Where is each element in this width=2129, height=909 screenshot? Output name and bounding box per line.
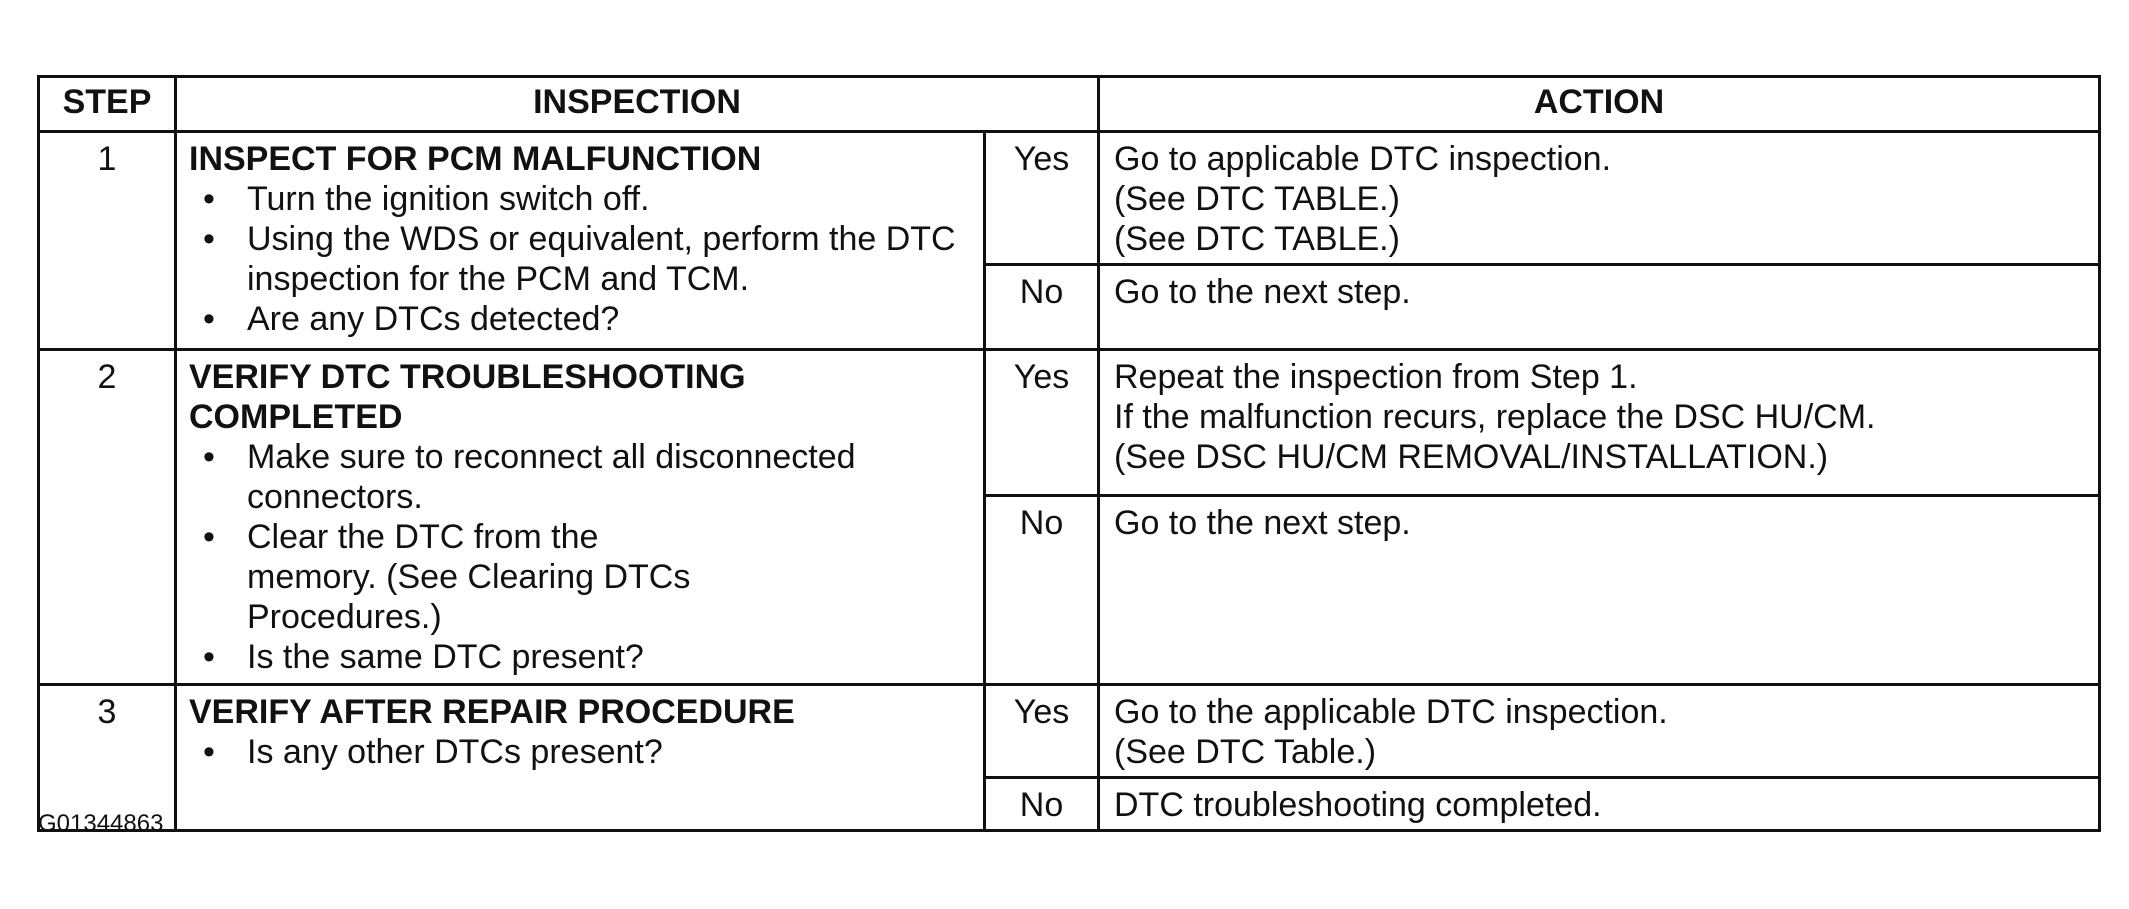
step-number: 2 bbox=[37, 348, 177, 686]
yes-label: Yes bbox=[983, 683, 1100, 779]
inspection-cell: VERIFY AFTER REPAIR PROCEDURE Is any oth… bbox=[174, 683, 986, 832]
bullet-item: Turn the ignition switch off. bbox=[203, 179, 973, 219]
inspection-title: VERIFY DTC TROUBLESHOOTING COMPLETED bbox=[189, 358, 746, 436]
no-label: No bbox=[983, 776, 1100, 832]
action-line: (See DTC TABLE.) bbox=[1114, 220, 1400, 258]
inspection-cell: INSPECT FOR PCM MALFUNCTION Turn the ign… bbox=[174, 130, 986, 351]
action-line: Go to the next step. bbox=[1114, 273, 1411, 311]
action-line: Go to the applicable DTC inspection. bbox=[1114, 693, 1668, 731]
inspection-header: INSPECTION bbox=[174, 75, 1100, 133]
bullet-item: Using the WDS or equivalent, perform the… bbox=[203, 219, 973, 299]
no-action: Go to the next step. bbox=[1097, 494, 2101, 686]
action-line: Repeat the inspection from Step 1. bbox=[1114, 358, 1638, 396]
table-row: 2 VERIFY DTC TROUBLESHOOTING COMPLETED M… bbox=[37, 347, 2101, 686]
table-subrow: No Go to the next step. bbox=[39, 494, 2101, 686]
action-line: If the malfunction recurs, replace the D… bbox=[1114, 398, 1876, 436]
figure-id: G01344863 bbox=[38, 810, 164, 837]
yes-label: Yes bbox=[983, 347, 1100, 498]
table-row: 3 VERIFY AFTER REPAIR PROCEDURE Is any o… bbox=[37, 683, 2101, 832]
inspection-title: VERIFY AFTER REPAIR PROCEDURE bbox=[189, 693, 795, 731]
inspection-bullets: Is any other DTCs present? bbox=[189, 732, 973, 772]
bullet-item: Make sure to reconnect all disconnected … bbox=[203, 437, 973, 517]
inspection-bullets: Turn the ignition switch off. Using the … bbox=[189, 179, 973, 339]
yes-action: Go to the applicable DTC inspection. (Se… bbox=[1097, 683, 2101, 779]
step-header: STEP bbox=[37, 75, 177, 133]
action-line: Go to the next step. bbox=[1114, 504, 1411, 543]
action-line: Go to applicable DTC inspection. bbox=[1114, 140, 1612, 178]
step-number: 3 bbox=[37, 683, 177, 832]
bullet-item: Are any DTCs detected? bbox=[203, 299, 973, 339]
no-action: DTC troubleshooting completed. bbox=[1097, 776, 2101, 832]
yes-action: Go to applicable DTC inspection. (See DT… bbox=[1097, 130, 2101, 266]
step-number: 1 bbox=[37, 130, 177, 351]
no-label: No bbox=[983, 263, 1100, 351]
no-label: No bbox=[983, 494, 1100, 686]
header-row: STEP INSPECTION ACTION bbox=[37, 75, 2101, 133]
action-line: (See DSC HU/CM REMOVAL/INSTALLATION.) bbox=[1114, 438, 1829, 476]
action-header: ACTION bbox=[1097, 75, 2101, 133]
yes-label: Yes bbox=[983, 130, 1100, 266]
action-line: (See DTC Table.) bbox=[1114, 733, 1377, 771]
action-line: DTC troubleshooting completed. bbox=[1114, 786, 1602, 824]
table-subrow: No Go to the next step. bbox=[39, 263, 2101, 351]
dtc-troubleshooting-table: STEP INSPECTION ACTION 1 INSPECT FOR PCM… bbox=[37, 75, 2101, 832]
table-subrow: No DTC troubleshooting completed. bbox=[39, 776, 2101, 832]
bullet-item: Is any other DTCs present? bbox=[203, 732, 973, 772]
table-row: 1 INSPECT FOR PCM MALFUNCTION Turn the i… bbox=[37, 130, 2101, 351]
yes-action: Repeat the inspection from Step 1. If th… bbox=[1097, 347, 2101, 498]
action-line: (See DTC TABLE.) bbox=[1114, 180, 1400, 218]
bullet-item: Clear the DTC from the memory. (See Clea… bbox=[203, 517, 973, 637]
bullet-item: Is the same DTC present? bbox=[203, 637, 973, 677]
inspection-bullets: Make sure to reconnect all disconnected … bbox=[189, 437, 973, 677]
inspection-cell: VERIFY DTC TROUBLESHOOTING COMPLETED Mak… bbox=[174, 348, 986, 686]
no-action: Go to the next step. bbox=[1097, 263, 2101, 351]
inspection-title: INSPECT FOR PCM MALFUNCTION bbox=[189, 140, 762, 178]
